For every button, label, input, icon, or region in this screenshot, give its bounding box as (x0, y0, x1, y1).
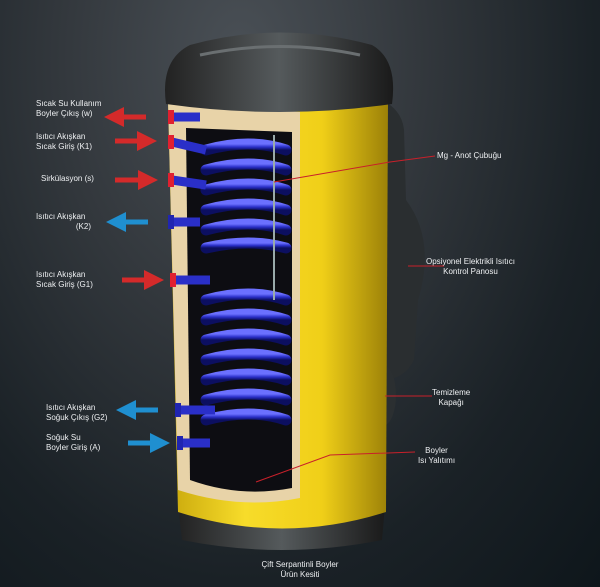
control-panel-housing (382, 100, 425, 380)
caption-line: Ürün Kesiti (280, 570, 320, 579)
label-line: Boyler Giriş (A) (46, 443, 101, 452)
upper-coil (200, 138, 292, 254)
label-line: Sirkülasyon (s) (41, 174, 94, 183)
label-line: Isıtıcı Akışkan (46, 403, 96, 412)
leader-lines (255, 155, 444, 483)
pipe-flanges-hot (168, 110, 176, 287)
leader-anode (273, 155, 436, 183)
label-line: Kapağı (438, 398, 464, 407)
label-line: Mg - Anot Çubuğu (437, 151, 502, 160)
label-heating-fluid-k2: Isıtıcı Akışkan(K2) (36, 212, 91, 232)
label-line: Opsiyonel Elektrikli Isıtıcı (426, 257, 515, 266)
pipe-connections (170, 112, 215, 448)
label-line: Soğuk Su (46, 433, 81, 442)
label-line: Isıtıcı Akışkan (36, 212, 86, 221)
flow-arrows (104, 107, 170, 453)
label-line: Sıcak Giriş (G1) (36, 280, 93, 289)
label-line: Isıtıcı Akışkan (36, 132, 86, 141)
label-circulation: Sirkülasyon (s) (41, 174, 94, 184)
tank-top-cover (165, 32, 394, 112)
label-line: Sıcak Giriş (K1) (36, 142, 93, 151)
caption-line: Çift Serpantinli Boyler (261, 560, 339, 569)
label-anode-rod: Mg - Anot Çubuğu (437, 151, 501, 161)
label-line: Boyler (425, 446, 448, 455)
pipe-flanges-cold (168, 215, 183, 450)
lower-coil (200, 288, 292, 426)
label-line: (K2) (75, 222, 91, 231)
label-line: Soğuk Çıkış (G2) (46, 413, 108, 422)
label-line: Kontrol Panosu (443, 267, 498, 276)
label-line: Temizleme (432, 388, 471, 397)
leader-insulation (255, 451, 416, 483)
label-line: Isıtıcı Akışkan (36, 270, 86, 279)
label-line: Boyler Çıkış (w) (36, 109, 93, 118)
label-line: Sıcak Su Kullanım (36, 99, 102, 108)
label-line: Isı Yalıtımı (418, 456, 456, 465)
